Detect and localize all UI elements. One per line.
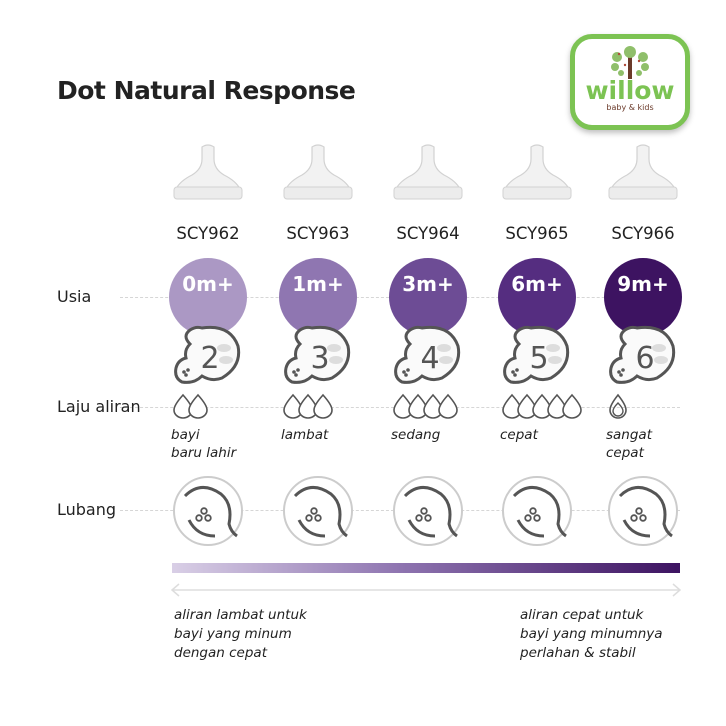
scale-right-text: aliran cepat untuk bayi yang minumnya pe… xyxy=(520,606,663,663)
row-label-lubang: Lubang xyxy=(57,500,117,519)
teat-number: 5 xyxy=(529,341,548,376)
scale-right-line: bayi yang minumnya xyxy=(520,626,663,642)
scale-left-line: aliran lambat untuk xyxy=(174,607,307,623)
flow-label: cepat xyxy=(500,426,538,444)
product-code: SCY965 xyxy=(505,224,569,243)
flow-drops-icon xyxy=(609,393,627,419)
tree-icon xyxy=(611,46,649,79)
age-badge: 6m+ xyxy=(498,258,576,336)
teat-number: 3 xyxy=(310,341,329,376)
flow-label-line: cepat xyxy=(500,427,538,443)
nipple-image xyxy=(502,144,572,200)
flow-label: lambat xyxy=(281,426,328,444)
flow-gradient-bar xyxy=(172,563,680,573)
hole-icon xyxy=(173,476,243,546)
scale-left-text: aliran lambat untuk bayi yang minum deng… xyxy=(174,606,307,663)
hole-icon xyxy=(393,476,463,546)
age-badge: 1m+ xyxy=(279,258,357,336)
scale-right-line: perlahan & stabil xyxy=(520,645,636,661)
scale-right-line: aliran cepat untuk xyxy=(520,607,644,623)
hole-icon xyxy=(283,476,353,546)
age-badge: 0m+ xyxy=(169,258,247,336)
scale-left-line: bayi yang minum xyxy=(174,626,292,642)
hole-icon xyxy=(608,476,678,546)
teat-number-icon: 3 xyxy=(284,325,351,384)
product-code: SCY962 xyxy=(176,224,240,243)
teat-number-icon: 6 xyxy=(609,325,676,384)
flow-drops-icon xyxy=(502,393,582,419)
scale-left-line: dengan cepat xyxy=(174,645,267,661)
flow-label-line: bayi xyxy=(171,427,200,443)
flow-drops-icon xyxy=(173,393,208,419)
flow-label: sedang xyxy=(391,426,440,444)
teat-number-icon: 2 xyxy=(174,325,241,384)
flow-label-line: sedang xyxy=(391,427,441,443)
age-badge: 3m+ xyxy=(389,258,467,336)
flow-drops-icon xyxy=(393,393,458,419)
willow-logo: willow baby & kids xyxy=(570,34,690,130)
teat-number-icon: 5 xyxy=(503,325,570,384)
hole-icon xyxy=(502,476,572,546)
flow-label: sangat cepat xyxy=(606,426,652,462)
teat-number: 2 xyxy=(200,341,219,376)
nipple-image xyxy=(173,144,243,200)
teat-number: 4 xyxy=(420,341,439,376)
row-label-laju: Laju aliran xyxy=(57,397,141,416)
page-title: Dot Natural Response xyxy=(57,76,356,105)
product-code: SCY963 xyxy=(286,224,350,243)
flow-label-line: sangat xyxy=(606,427,652,443)
flow-label-line: lambat xyxy=(281,427,329,443)
nipple-image xyxy=(283,144,353,200)
product-code: SCY964 xyxy=(396,224,460,243)
logo-tagline: baby & kids xyxy=(606,103,654,112)
flow-label: bayi baru lahir xyxy=(171,426,236,462)
nipple-image xyxy=(608,144,678,200)
flow-label-line: cepat xyxy=(606,445,644,461)
nipple-image xyxy=(393,144,463,200)
flow-label-line: baru lahir xyxy=(171,445,237,461)
teat-number: 6 xyxy=(635,341,654,376)
logo-wordmark: willow xyxy=(585,76,675,105)
product-code: SCY966 xyxy=(611,224,675,243)
double-arrow-icon xyxy=(170,583,682,597)
row-label-usia: Usia xyxy=(57,287,92,306)
age-badge: 9m+ xyxy=(604,258,682,336)
flow-drops-icon xyxy=(283,393,333,419)
teat-number-icon: 4 xyxy=(394,325,461,384)
